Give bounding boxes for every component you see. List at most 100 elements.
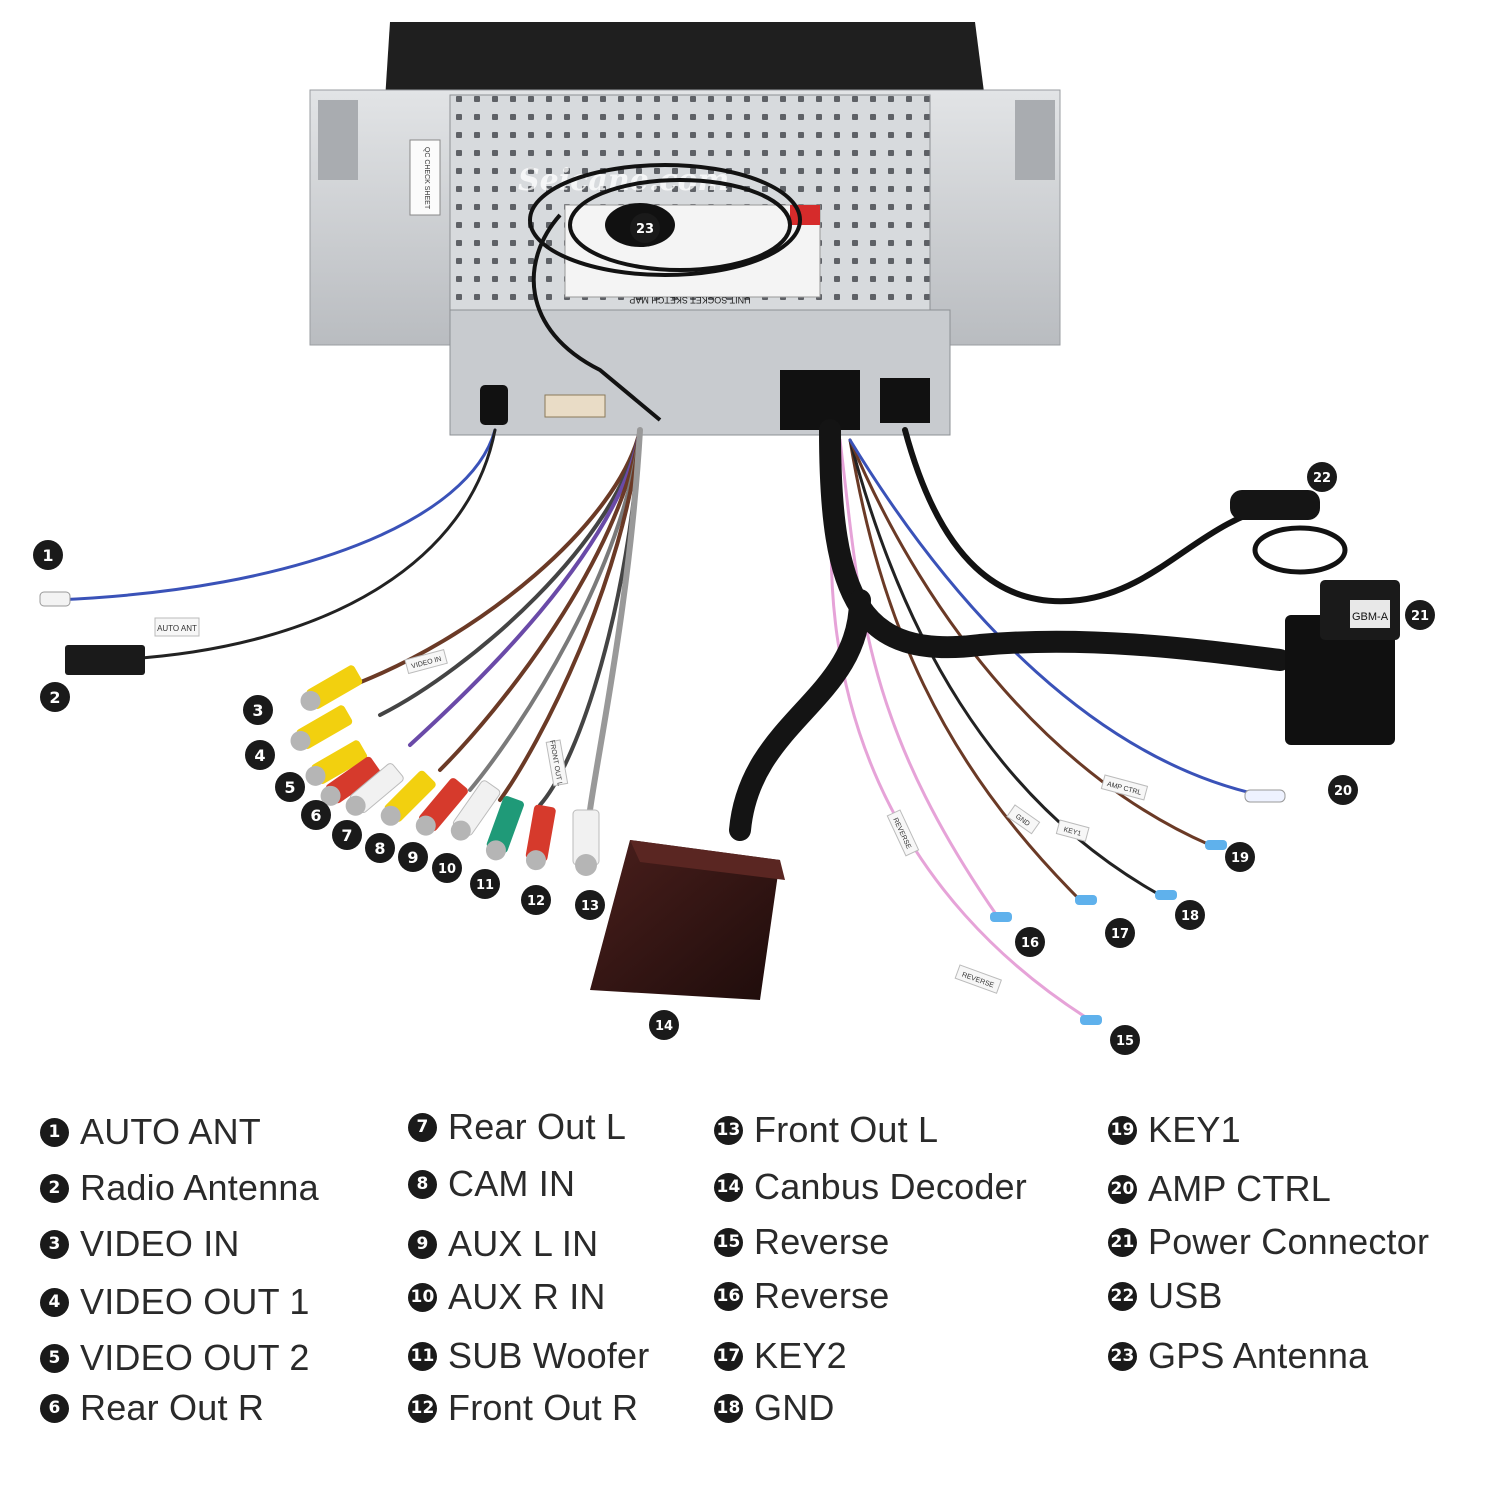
legend-number: 3 — [40, 1229, 69, 1259]
legend-label: GPS Antenna — [1148, 1335, 1369, 1376]
svg-text:22: 22 — [1313, 471, 1331, 486]
legend-label: Reverse — [754, 1275, 890, 1316]
legend-item-cam-in: 8 CAM IN — [408, 1162, 575, 1206]
legend-number: 1 — [40, 1117, 69, 1147]
svg-text:5: 5 — [284, 778, 295, 797]
svg-text:2: 2 — [49, 688, 60, 707]
svg-text:6: 6 — [310, 806, 321, 825]
legend-label: Radio Antenna — [80, 1167, 319, 1208]
callout-2: 2 — [40, 682, 70, 712]
legend-number: 22 — [1108, 1281, 1137, 1311]
legend-label: AUTO ANT — [80, 1111, 261, 1152]
legend-item-auto-ant: 1 AUTO ANT — [40, 1110, 261, 1154]
svg-text:23: 23 — [636, 222, 654, 237]
svg-text:8: 8 — [374, 839, 385, 858]
legend-label: SUB Woofer — [448, 1335, 650, 1376]
callout-4: 4 — [245, 740, 275, 770]
svg-text:GBM-A: GBM-A — [1352, 611, 1389, 623]
legend-label: AUX R IN — [448, 1276, 606, 1317]
callout-14: 14 — [649, 1010, 679, 1040]
legend-label: VIDEO IN — [80, 1223, 240, 1264]
callout-23: 23 — [630, 213, 660, 243]
callout-3: 3 — [243, 695, 273, 725]
svg-text:15: 15 — [1116, 1034, 1134, 1049]
callout-11: 11 — [470, 869, 500, 899]
callout-10: 10 — [432, 853, 462, 883]
legend-number: 13 — [714, 1115, 743, 1145]
svg-text:17: 17 — [1111, 927, 1129, 942]
legend-item-aux-r-in: 10 AUX R IN — [408, 1275, 606, 1319]
svg-text:KEY1: KEY1 — [1063, 826, 1082, 837]
callout-5: 5 — [275, 772, 305, 802]
power-connector: GBM-A — [1285, 580, 1400, 745]
legend-label: CAM IN — [448, 1163, 576, 1204]
svg-text:16: 16 — [1021, 936, 1039, 951]
radio-antenna-plug — [65, 645, 145, 675]
svg-text:3: 3 — [252, 701, 263, 720]
svg-text:21: 21 — [1411, 609, 1429, 624]
svg-text:UNIT SOCKET SKETCH MAP: UNIT SOCKET SKETCH MAP — [629, 295, 750, 305]
legend-number: 23 — [1108, 1341, 1137, 1371]
svg-text:13: 13 — [581, 899, 599, 914]
svg-text:11: 11 — [476, 878, 494, 893]
svg-text:19: 19 — [1231, 851, 1249, 866]
wiring-loom — [729, 419, 1291, 841]
legend-label: VIDEO OUT 1 — [80, 1281, 310, 1322]
usb-plug — [1230, 490, 1348, 575]
wire-tags: VIDEO IN FRONT OUT L REVERSE REVERSE GND… — [404, 649, 1286, 1025]
legend-label: Power Connector — [1148, 1221, 1430, 1262]
callout-9: 9 — [398, 842, 428, 872]
legend-number: 10 — [408, 1282, 437, 1312]
legend-number: 5 — [40, 1343, 69, 1373]
legend-label: USB — [1148, 1275, 1223, 1316]
auto-ant-tag: AUTO ANT — [154, 617, 200, 637]
legend-item-usb: 22 USB — [1108, 1274, 1223, 1318]
callout-22: 22 — [1307, 462, 1337, 492]
svg-text:9: 9 — [407, 848, 418, 867]
legend-number: 19 — [1108, 1115, 1137, 1145]
legend-item-gps-antenna: 23 GPS Antenna — [1108, 1334, 1368, 1378]
callout-12: 12 — [521, 885, 551, 915]
legend-number: 11 — [408, 1341, 437, 1371]
legend-item-video-in: 3 VIDEO IN — [40, 1222, 240, 1266]
legend-number: 20 — [1108, 1174, 1137, 1204]
canbus-decoder — [590, 840, 785, 1000]
unit-label: UNIT SOCKET SKETCH MAP — [564, 204, 821, 305]
legend-number: 2 — [40, 1173, 69, 1203]
legend-label: Front Out R — [448, 1387, 639, 1428]
callout-15: 15 — [1110, 1025, 1140, 1055]
callout-21: 21 — [1405, 600, 1435, 630]
legend-number: 18 — [714, 1393, 743, 1423]
legend-label: Canbus Decoder — [754, 1166, 1027, 1207]
callout-13: 13 — [575, 890, 605, 920]
svg-text:QC CHECK SHEET: QC CHECK SHEET — [423, 147, 430, 210]
callout-19: 19 — [1225, 842, 1255, 872]
svg-text:AUTO ANT: AUTO ANT — [157, 624, 197, 633]
legend-label: Rear Out L — [448, 1106, 627, 1147]
legend-number: 17 — [714, 1341, 743, 1371]
callout-7: 7 — [332, 820, 362, 850]
usb-cable — [902, 427, 1283, 605]
svg-text:7: 7 — [341, 826, 352, 845]
svg-text:4: 4 — [254, 746, 265, 765]
legend-label: Rear Out R — [80, 1387, 265, 1428]
legend-number: 8 — [408, 1169, 437, 1199]
legend-item-radio-antenna: 2 Radio Antenna — [40, 1166, 319, 1210]
callout-markers: 1 2 3 4 5 6 7 8 9 10 11 12 13 14 15 16 1… — [33, 213, 1435, 1055]
legend-label: Reverse — [754, 1221, 890, 1262]
legend-label: KEY2 — [754, 1335, 847, 1376]
legend-item-key2: 17 KEY2 — [714, 1334, 847, 1378]
svg-text:20: 20 — [1334, 784, 1352, 799]
rca-connectors — [290, 665, 600, 876]
radio-antenna-wire — [108, 428, 497, 662]
